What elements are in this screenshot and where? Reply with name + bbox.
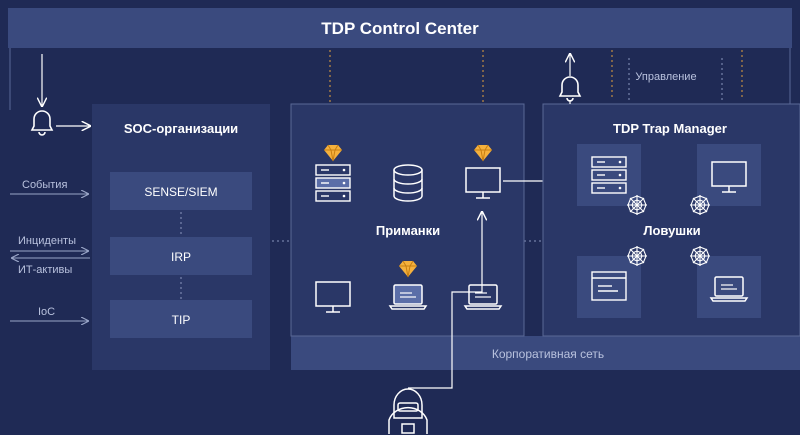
soc-item-label: SENSE/SIEM: [144, 185, 217, 199]
header-title: TDP Control Center: [321, 19, 479, 38]
spider-web-icon: [689, 245, 711, 267]
database-icon: [393, 164, 423, 202]
corporate-network-bar: [291, 336, 800, 370]
soc-item-tip: [110, 300, 252, 338]
trap-tile-window: [577, 256, 641, 318]
spider-web-icon: [689, 194, 711, 216]
trap-tile-server: [577, 144, 641, 206]
hacker-icon: [388, 388, 428, 434]
soc-item-label: TIP: [172, 313, 191, 327]
input-it-assets-label: ИТ-активы: [18, 264, 72, 276]
input-incidents-label: Инциденты: [18, 235, 76, 247]
spider-web-icon: [626, 245, 648, 267]
bell-icon: [31, 110, 53, 136]
corporate-network-label: Корпоративная сеть: [492, 347, 604, 361]
control-label: Управление: [635, 71, 696, 83]
traps-label: Ловушки: [643, 223, 700, 238]
trap-tile-laptop: [697, 256, 761, 318]
input-events-label: События: [22, 179, 67, 191]
input-ioc-label: IoC: [38, 306, 55, 318]
trap-manager-title: TDP Trap Manager: [613, 121, 727, 136]
trap-tile-monitor: [697, 144, 761, 206]
header-bar: [8, 8, 792, 48]
spider-web-icon: [626, 194, 648, 216]
bell-icon: [559, 76, 581, 102]
soc-item-label: IRP: [171, 250, 191, 264]
soc-item-irp: [110, 237, 252, 275]
soc-title: SOC-организации: [124, 121, 238, 136]
decoys-title: Приманки: [376, 223, 440, 238]
window-icon: [591, 271, 627, 301]
soc-item-sense-siem: [110, 172, 252, 210]
